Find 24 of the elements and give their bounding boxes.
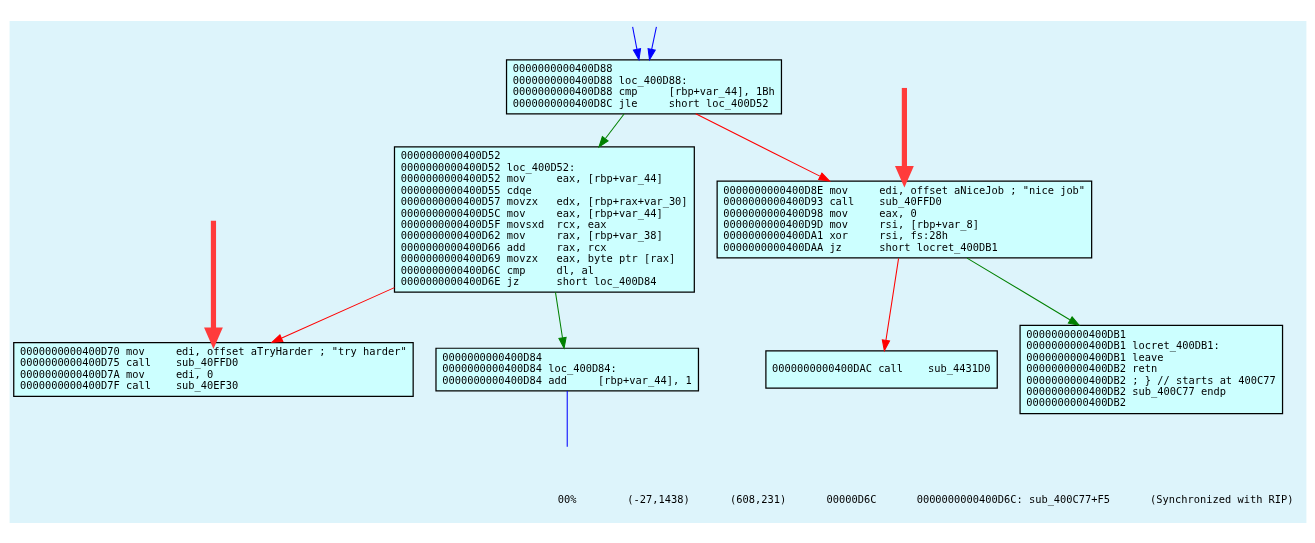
label: 0000000000400D6C: sub_400C77+F5 bbox=[916, 492, 1110, 505]
arrow bbox=[694, 112, 831, 182]
arrow bbox=[966, 257, 1080, 326]
node-box: 0000000000400D70 mov edi, offset aTryHarder ; "try harder" 0000000000400D75 call sub_40FFD0 0000000000400D7A mov edi, 0 0000000000400D7F call sub_40EF30 bbox=[12, 341, 414, 397]
label: (608,231) bbox=[729, 492, 786, 505]
arrow bbox=[554, 291, 567, 350]
arrow bbox=[203, 220, 223, 349]
connector bbox=[566, 390, 568, 447]
arrow bbox=[647, 25, 657, 61]
label: 00% bbox=[557, 492, 577, 505]
arrow bbox=[881, 257, 899, 352]
node-box: 0000000000400DB1 0000000000400DB1 locret_400DB1: 0000000000400DB1 leave 0000000000400DB2 retn 0000000000400DB2 ; } // starts at 400C77 0000000000400DB2 sub_400C77 endp 0000000000400DB2 bbox=[1018, 324, 1283, 414]
label: (Synchronized with RIP) bbox=[1149, 492, 1294, 505]
node-box: 0000000000400DAC call sub_4431D0 bbox=[764, 349, 998, 389]
arrow bbox=[269, 286, 395, 343]
node-box: 0000000000400D84 0000000000400D84 loc_400D84: 0000000000400D84 add [rbp+var_44], 1 bbox=[434, 347, 699, 391]
arrow bbox=[894, 87, 914, 188]
node-box: 0000000000400D52 0000000000400D52 loc_400D52: 0000000000400D52 mov eax, [rbp+var_44] 0000000000400D55 cdqe 0000000000400D57 movzx edx, [rbp+rax+var_30] 0000000000400D5C mov eax, [rbp+var_44] 0000000000400D5F movsxd rcx, eax 0000000000400D62 mov rax, [rbp+var_38] 0000000000400D66 add rax, rcx 0000000000400D69 movzx eax, byte ptr [rax] 0000000000400D6C cmp dl, al 0000000000400D6E jz short loc_400D84 bbox=[393, 145, 695, 293]
node-box: 0000000000400D88 0000000000400D88 loc_400D88: 0000000000400D88 cmp [rbp+var_44], 1Bh 0000000000400D8C jle short loc_400D52 bbox=[505, 58, 782, 114]
label: 00000D6C bbox=[826, 492, 876, 505]
label: (-27,1438) bbox=[626, 492, 690, 505]
node-box: 0000000000400D8E mov edi, offset aNiceJob ; "nice job" 0000000000400D93 call sub_40FFD0 0000000000400D98 mov eax, 0 0000000000400D9D mov rsi, [rbp+var_8] 0000000000400DA1 xor rsi, fs:28h 0000000000400DAA jz short locret_400DB1 bbox=[716, 180, 1092, 259]
arrow bbox=[597, 113, 625, 148]
arrow bbox=[631, 25, 641, 61]
